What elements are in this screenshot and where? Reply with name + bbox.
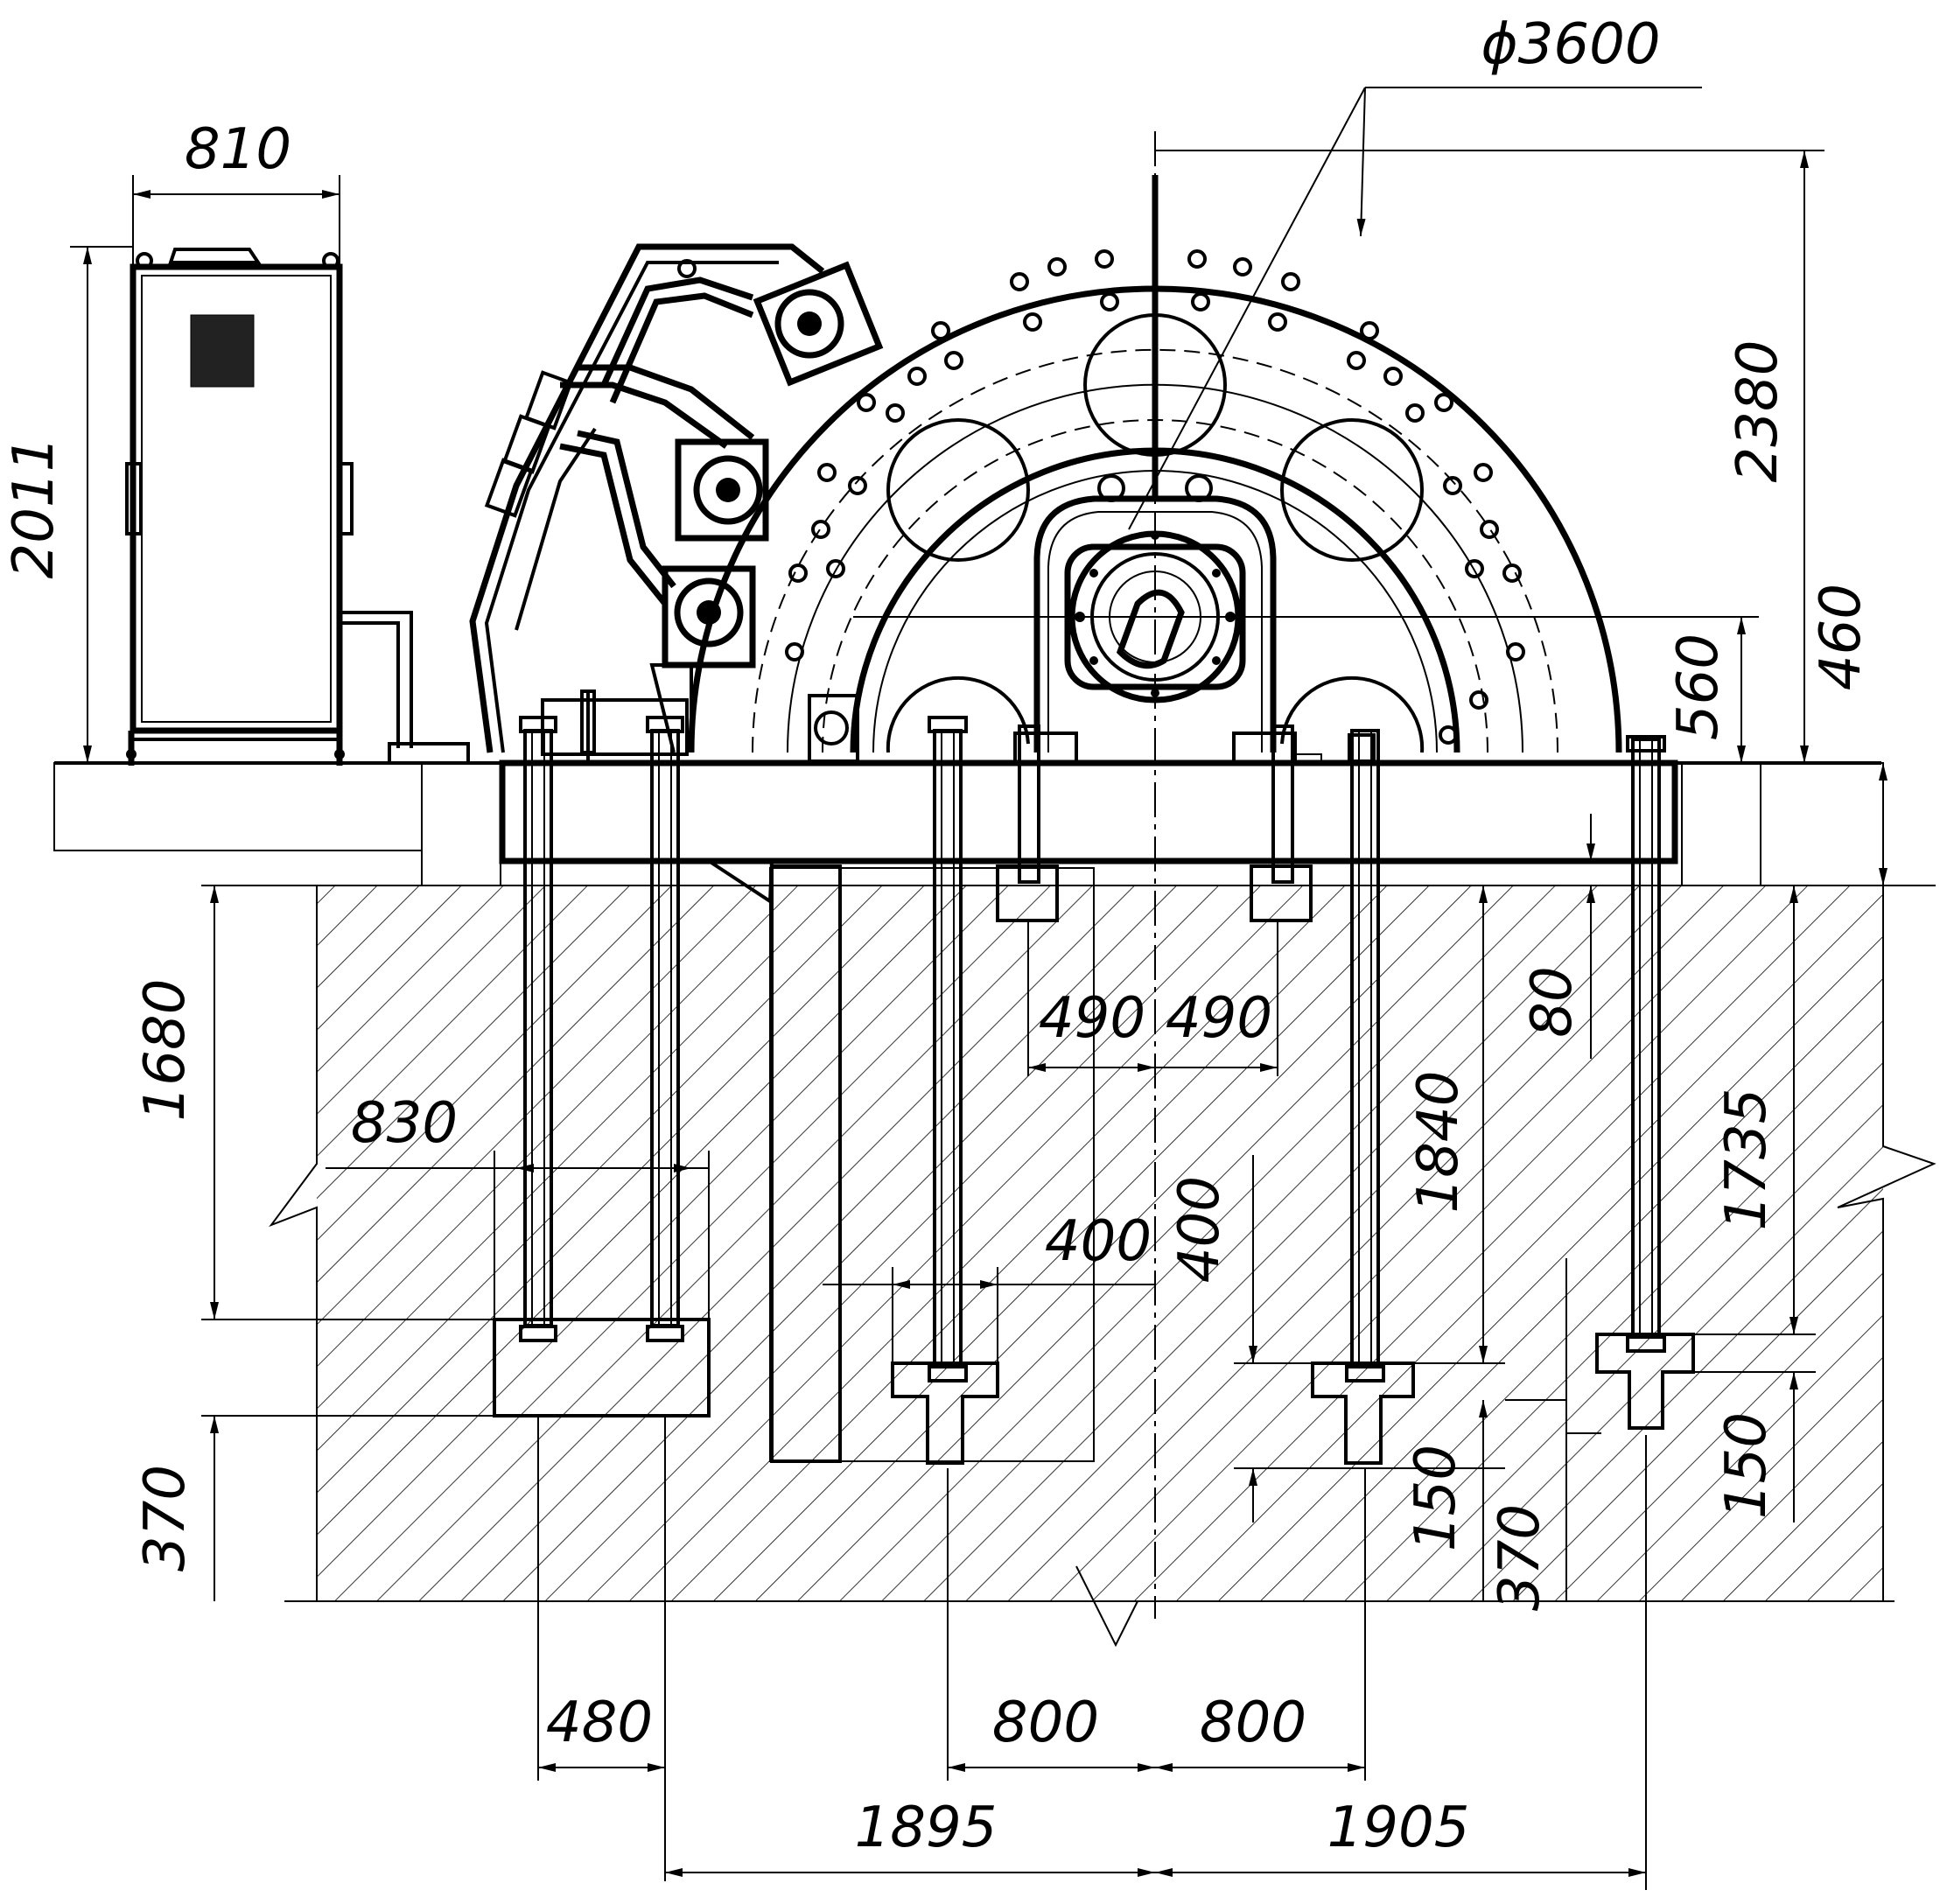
dim-right-150: 150 <box>1714 1412 1779 1519</box>
dim-right-800: 800 <box>1200 1690 1306 1755</box>
dim-mid-370: 370 <box>1488 1504 1552 1611</box>
dim-depth-1735: 1735 <box>1714 1088 1779 1231</box>
bolt-circle <box>785 249 1525 745</box>
dim-depth-1840: 1840 <box>1406 1071 1471 1214</box>
dimension-labels: ϕ3600 810 2011 2380 560 460 1680 830 490… <box>2 12 1873 1860</box>
dim-span-1895: 1895 <box>855 1796 998 1860</box>
dim-drum-height: 2380 <box>1726 340 1790 483</box>
dim-left-800: 800 <box>992 1690 1099 1755</box>
foundation <box>53 761 1936 1648</box>
dim-span-1905: 1905 <box>1327 1796 1470 1860</box>
dim-left-370: 370 <box>133 1465 198 1572</box>
anchor-bolts <box>519 716 1666 1382</box>
bearing-hub <box>1013 474 1376 765</box>
brake-stand <box>469 243 884 763</box>
dim-depth-1680: 1680 <box>133 979 198 1122</box>
dim-axis-height: 560 <box>1666 634 1731 740</box>
control-cabinet <box>125 248 470 766</box>
dim-cabinet-width: 810 <box>185 117 291 182</box>
dim-h-400: 400 <box>1045 1209 1152 1274</box>
base-frame <box>499 760 1678 905</box>
dimension-lines <box>70 87 1887 1890</box>
dim-spacing-480: 480 <box>546 1690 653 1755</box>
dim-left-490: 490 <box>1039 986 1145 1051</box>
dim-cabinet-height: 2011 <box>2 437 67 579</box>
dim-frame-height: 460 <box>1809 584 1873 690</box>
dim-drum-diameter: ϕ3600 <box>1481 12 1660 77</box>
dim-mid-150: 150 <box>1404 1445 1468 1551</box>
drum <box>688 131 1622 1619</box>
dim-v-400: 400 <box>1167 1176 1232 1283</box>
dim-right-490: 490 <box>1166 986 1272 1051</box>
dim-span-830: 830 <box>351 1091 458 1156</box>
dim-v-80: 80 <box>1520 966 1585 1037</box>
